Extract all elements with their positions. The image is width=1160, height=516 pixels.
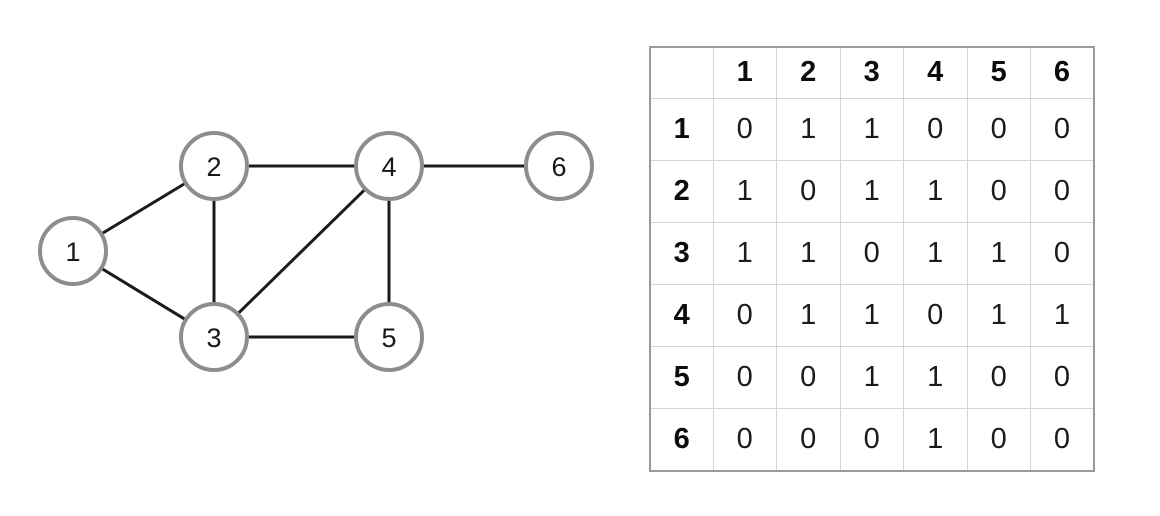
matrix-cell-6-6: 0 bbox=[1030, 408, 1095, 472]
matrix-cell-2-1: 1 bbox=[712, 159, 777, 223]
matrix-cell-5-1: 0 bbox=[712, 346, 777, 410]
graph-node-circle-3 bbox=[179, 302, 249, 372]
matrix-cell-3-6: 0 bbox=[1030, 221, 1095, 285]
matrix-cell-4-6: 1 bbox=[1030, 283, 1095, 348]
matrix-cell-5-5: 0 bbox=[966, 346, 1031, 410]
matrix-row-header-5: 5 bbox=[649, 346, 714, 410]
matrix-cell-6-2: 0 bbox=[776, 408, 841, 472]
graph-node-label-5: 5 bbox=[381, 323, 396, 353]
graph-edge-3-4 bbox=[235, 187, 368, 316]
graph-edge-1-3 bbox=[99, 266, 188, 322]
matrix-cell-2-5: 0 bbox=[966, 159, 1031, 223]
matrix-cell-2-6: 0 bbox=[1030, 159, 1095, 223]
matrix-cell-2-4: 1 bbox=[903, 159, 968, 223]
matrix-column-header-6: 6 bbox=[1030, 46, 1095, 99]
matrix-cell-5-4: 1 bbox=[903, 346, 968, 410]
matrix-corner-cell bbox=[649, 46, 714, 99]
matrix-cell-4-3: 1 bbox=[839, 283, 904, 348]
matrix-cell-1-4: 0 bbox=[903, 97, 968, 161]
graph-edge-1-2 bbox=[99, 181, 188, 236]
matrix-column-header-2: 2 bbox=[776, 46, 841, 99]
graph-node-2[interactable]: 2 bbox=[179, 131, 249, 201]
graph-node-6[interactable]: 6 bbox=[524, 131, 594, 201]
matrix-cell-2-2: 0 bbox=[776, 159, 841, 223]
matrix-cell-5-6: 0 bbox=[1030, 346, 1095, 410]
graph-node-label-6: 6 bbox=[551, 152, 566, 182]
graph-node-label-4: 4 bbox=[381, 152, 396, 182]
matrix-cell-1-3: 1 bbox=[839, 97, 904, 161]
graph-node-circle-5 bbox=[354, 302, 424, 372]
matrix-row-header-2: 2 bbox=[649, 159, 714, 223]
graph-node-circle-6 bbox=[524, 131, 594, 201]
matrix-cell-4-1: 0 bbox=[712, 283, 777, 348]
matrix-cell-1-5: 0 bbox=[966, 97, 1031, 161]
matrix-cell-1-1: 0 bbox=[712, 97, 777, 161]
matrix-column-header-4: 4 bbox=[903, 46, 968, 99]
matrix-cell-6-3: 0 bbox=[839, 408, 904, 472]
matrix-cell-3-3: 0 bbox=[839, 221, 904, 285]
matrix-row-header-1: 1 bbox=[649, 97, 714, 161]
matrix-column-header-5: 5 bbox=[966, 46, 1031, 99]
graph-node-4[interactable]: 4 bbox=[354, 131, 424, 201]
matrix-column-header-1: 1 bbox=[712, 46, 777, 99]
graph-canvas: 1 2 3 4 5 6 bbox=[38, 131, 594, 372]
matrix-cell-4-4: 0 bbox=[903, 283, 968, 348]
matrix-cell-6-5: 0 bbox=[966, 408, 1031, 472]
matrix-cell-1-2: 1 bbox=[776, 97, 841, 161]
matrix-cell-4-5: 1 bbox=[966, 283, 1031, 348]
matrix-column-header-3: 3 bbox=[839, 46, 904, 99]
matrix-cell-4-2: 1 bbox=[776, 283, 841, 348]
graph-node-label-3: 3 bbox=[206, 323, 221, 353]
graph-node-circle-2 bbox=[179, 131, 249, 201]
graph-node-5[interactable]: 5 bbox=[354, 302, 424, 372]
matrix-cell-3-1: 1 bbox=[712, 221, 777, 285]
graph-panel: 1 2 3 4 5 6 bbox=[38, 131, 594, 372]
matrix-row-header-4: 4 bbox=[649, 283, 714, 348]
graph-node-3[interactable]: 3 bbox=[179, 302, 249, 372]
matrix-cell-5-3: 1 bbox=[839, 346, 904, 410]
graph-node-label-2: 2 bbox=[206, 152, 221, 182]
matrix-cell-3-5: 1 bbox=[966, 221, 1031, 285]
graph-node-circle-1 bbox=[38, 216, 108, 286]
graph-node-layer: 1 2 3 4 5 6 bbox=[38, 131, 594, 372]
graph-node-1[interactable]: 1 bbox=[38, 216, 108, 286]
graph-node-label-1: 1 bbox=[65, 237, 80, 267]
matrix-cell-3-4: 1 bbox=[903, 221, 968, 285]
matrix-cell-5-2: 0 bbox=[776, 346, 841, 410]
matrix-cell-6-4: 1 bbox=[903, 408, 968, 472]
matrix-row-header-6: 6 bbox=[649, 408, 714, 472]
graph-edge-layer bbox=[99, 164, 527, 339]
matrix-row-header-3: 3 bbox=[649, 221, 714, 285]
matrix-cell-2-3: 1 bbox=[839, 159, 904, 223]
matrix-cell-1-6: 0 bbox=[1030, 97, 1095, 161]
graph-node-circle-4 bbox=[354, 131, 424, 201]
matrix-cell-6-1: 0 bbox=[712, 408, 777, 472]
matrix-cell-3-2: 1 bbox=[776, 221, 841, 285]
